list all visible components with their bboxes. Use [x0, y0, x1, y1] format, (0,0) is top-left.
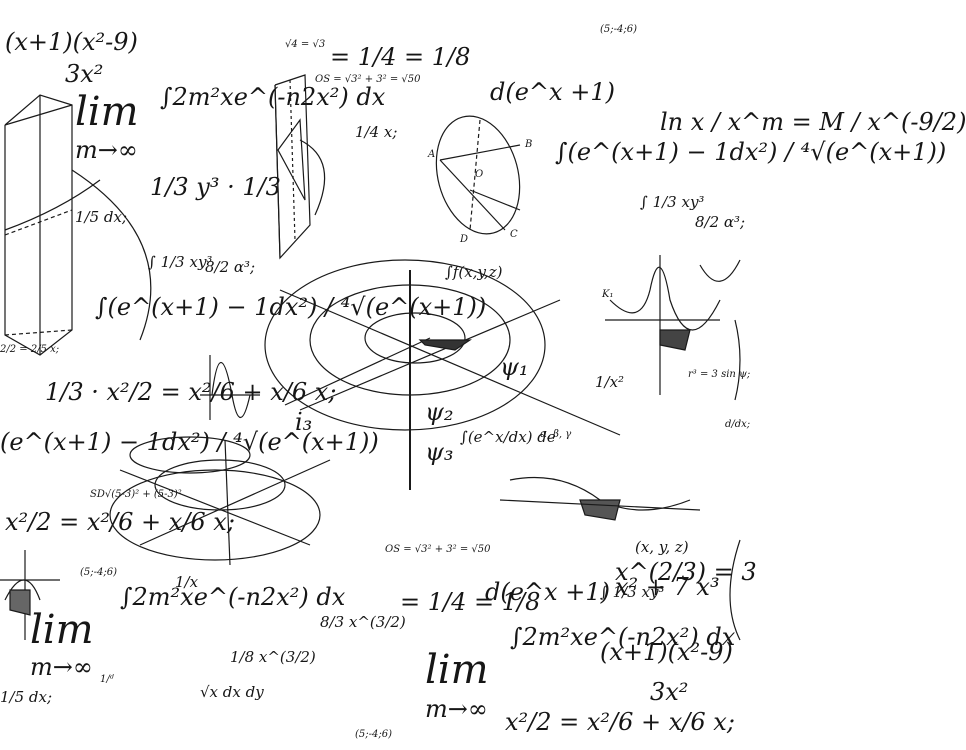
integral-formula-3: ∫2m²xe^(-n2x²) dx	[510, 623, 736, 651]
fxyz-integral: ∫f(x,y,z)	[445, 263, 503, 281]
point-coordinate-2: (5;-4;6)	[355, 729, 393, 740]
graph-right-sketch	[605, 255, 741, 395]
alpha-derivative-1: d(e^x +1)	[490, 78, 615, 106]
prism-left-sketch	[4, 94, 152, 356]
integral-xy-1: ∫ 1/3 xy³	[148, 253, 213, 271]
r-cubed-equation: r³ = 3 sin ψ;	[688, 369, 751, 380]
fraction-eight-half-2: 8/2 α³;	[695, 213, 746, 231]
ellipse-top-sketch	[435, 115, 521, 235]
fraction-eight-half-1: 8/2 α³;	[205, 258, 256, 276]
label-B: B	[525, 139, 533, 150]
m-infinity-2: m→∞	[30, 653, 93, 681]
os-formula-1: OS = √3² + 3² = √50	[315, 74, 421, 85]
alpha-derivative-2: d(e^x +1)	[485, 578, 610, 606]
equation-x-squared-2: x²/2 = x²/6 + x/6 x;	[505, 708, 735, 736]
label-K1: K₁	[602, 289, 614, 300]
fraction-quarter-x: 1/4 x;	[355, 123, 398, 141]
xyz-tuple: (x, y, z)	[635, 538, 689, 556]
concentric-circles-sketch	[264, 259, 621, 490]
x-power-equation: x^(2/3) = 3	[615, 558, 757, 586]
fraction-eight-third: 8/3 x^(3/2)	[320, 613, 406, 631]
fraction-integral-1: ∫(e^(x+1) − 1dx²) / ⁴√(e^(x+1))	[555, 138, 947, 166]
lim-formula-3: lim	[425, 647, 489, 693]
equation-x-squared-1: x²/2 = x²/6 + x/6 x;	[5, 508, 235, 536]
point-coordinate-1: (5;-4;6)	[80, 567, 118, 578]
equation-quarter-eighth-2: = 1/4 = 1/8	[400, 588, 541, 616]
label-C: C	[510, 229, 518, 240]
fraction-one-eighth: 1/8 x^(3/2)	[230, 648, 316, 666]
polynomial-top: (x+1)(x²-9)	[5, 28, 138, 56]
math-doodle-pattern: lim m→∞ ∫2m²xe^(-n2x²) dx lim m→∞ ∫2m²xe…	[0, 24, 966, 740]
fraction-fifth-dx-2: 1/5 dx;	[0, 688, 53, 706]
x-squared-plus: x² + 7 x³	[615, 573, 720, 601]
point-coordinate-3: (5;-4;6)	[600, 24, 638, 35]
ellipse-lower-sketch	[109, 436, 331, 566]
fraction-integral-3: (e^(x+1) − 1dx²) / ⁴√(e^(x+1))	[0, 428, 379, 456]
label-psi3: ψ₃	[425, 438, 454, 466]
integral-formula-2: ∫2m²xe^(-n2x²) dx	[120, 583, 346, 611]
root-four: √4 = √3	[285, 39, 326, 50]
integral-xy-2: ∫ 1/3 xy³	[640, 193, 705, 211]
fraction-integral-2: ∫(e^(x+1) − 1dx²) / ⁴√(e^(x+1))	[95, 293, 487, 321]
fraction-fifth-dx-1: 1/5 dx;	[75, 208, 128, 226]
geometric-sketches	[0, 74, 741, 641]
right-edge-curve-2	[729, 539, 741, 641]
wave-sketch	[200, 355, 260, 420]
os-formula-2: OS = √3² + 3² = √50	[385, 544, 491, 555]
label-D: D	[460, 234, 469, 245]
equation-one-third: 1/3 · x²/2 = x²/6 + x/6 x;	[45, 378, 337, 406]
equation-quarter-eighth-1: = 1/4 = 1/8	[330, 43, 471, 71]
fraction-one-x-five: 1/x²	[595, 373, 625, 391]
fraction-one-over-x: 1/x	[175, 573, 199, 591]
label-i3: i₃	[295, 408, 313, 436]
m-infinity-3: m→∞	[425, 695, 488, 723]
right-edge-curve	[734, 319, 741, 401]
denominator-top: 3x²	[65, 60, 104, 88]
prism-middle-sketch	[274, 74, 326, 260]
shaded-area-sketch	[499, 476, 701, 521]
label-psi2: ψ₂	[425, 398, 454, 426]
small-fraction-1: 2/2 = 2/5 x;	[0, 344, 60, 355]
integral-formula-1: ∫2m²xe^(-n2x²) dx	[160, 83, 386, 111]
fraction-one-d: 1/ᵈ	[100, 674, 114, 685]
label-O: O	[475, 169, 484, 180]
integral-de: ∫(e^x/dx) de	[460, 428, 556, 446]
fraction-third-y: 1/3 y³ · 1/3	[150, 173, 281, 201]
integral-xy-3: ∫ 1/3 xy³	[600, 583, 665, 601]
sd-formula: SD√(5-3)² + (5-3)²	[90, 489, 182, 500]
label-psi1: ψ₁	[500, 353, 529, 381]
greek-letters: α, β, γ	[540, 429, 572, 440]
lim-formula-1: lim	[75, 89, 139, 135]
ln-fraction: ln x / x^m = M / x^(-9/2)	[660, 108, 966, 136]
polynomial-bottom: (x+1)(x²-9)	[600, 638, 733, 666]
m-infinity-1: m→∞	[75, 136, 138, 164]
root-dx-dy: √x dx dy	[200, 683, 264, 701]
left-edge-graph-sketch	[0, 550, 60, 640]
label-A: A	[428, 149, 436, 160]
small-fraction-2: d/dx;	[725, 419, 751, 430]
denominator-bottom: 3x²	[650, 678, 689, 706]
lim-formula-2: lim	[30, 607, 94, 653]
